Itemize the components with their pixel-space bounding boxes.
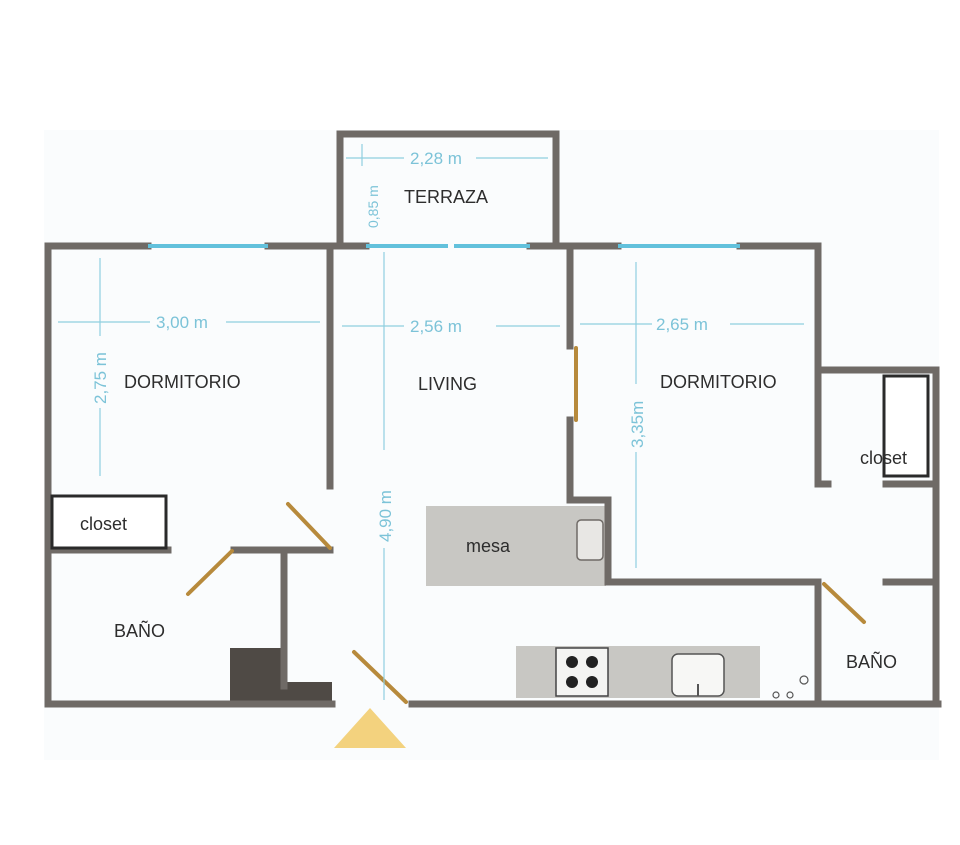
label-bathroom-left: BAÑO	[114, 620, 165, 641]
counter-sink-basin	[576, 519, 604, 561]
dim-bedroom-left-depth: 2,75 m	[91, 352, 110, 404]
kitchen-sink-icon	[671, 653, 725, 697]
dim-terrace-width: 2,28 m	[410, 149, 462, 168]
label-bathroom-right: BAÑO	[846, 651, 897, 672]
plan-background	[44, 130, 939, 760]
dining-counter	[426, 506, 606, 586]
exterior-walls	[44, 130, 942, 708]
door-entrance	[352, 650, 408, 704]
closet-left-box	[50, 494, 168, 550]
label-table: mesa	[466, 536, 511, 556]
closet-right-box	[882, 374, 930, 478]
door-left-bathroom	[186, 549, 234, 596]
label-bedroom-left: DORMITORIO	[124, 372, 241, 392]
bathroom-shower-block	[230, 648, 284, 706]
bathroom-fixtures-icon	[772, 675, 809, 699]
label-terrace: TERRAZA	[404, 187, 488, 207]
entrance-marker	[334, 708, 406, 748]
label-living: LIVING	[418, 374, 477, 394]
door-left-bedroom	[286, 502, 332, 550]
dim-bedroom-right-depth: 3,35m	[628, 401, 647, 448]
label-closet-left: closet	[80, 514, 127, 534]
dim-living-width: 2,56 m	[410, 317, 462, 336]
dimension-lines	[58, 144, 804, 700]
doors	[186, 346, 866, 704]
interior-walls	[44, 246, 940, 708]
dim-living-depth: 4,90 m	[376, 490, 395, 542]
dim-bedroom-left-width: 3,00 m	[156, 313, 208, 332]
dim-terrace-depth: 0,85 m	[365, 185, 381, 228]
door-right-bathroom	[822, 582, 866, 624]
dim-bedroom-right-width: 2,65 m	[656, 315, 708, 334]
stove-icon	[555, 647, 609, 697]
label-closet-right: closet	[860, 448, 907, 468]
label-bedroom-right: DORMITORIO	[660, 372, 777, 392]
